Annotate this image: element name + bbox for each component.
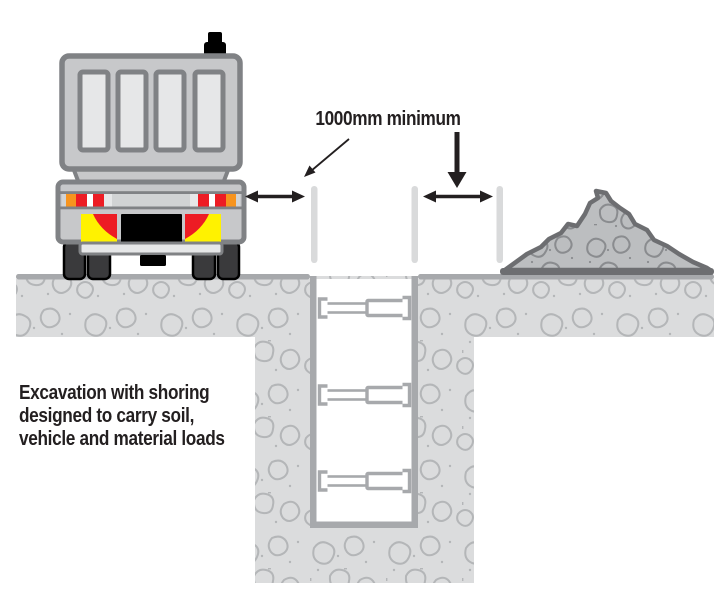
- ground-line-left: [16, 274, 310, 280]
- label-arrow-down: [447, 132, 467, 188]
- clearance-arrow-left: [245, 190, 305, 203]
- shoring-base: [310, 521, 418, 528]
- caption-line: designed to carry soil,: [19, 404, 195, 427]
- trench-struts: [317, 295, 412, 494]
- clearance-arrows: [245, 132, 493, 203]
- strut: [317, 295, 412, 321]
- marker-board-left-chevron: [93, 214, 117, 239]
- spoil-pile-mound: [502, 188, 713, 273]
- strut: [317, 382, 412, 408]
- caption-line: Excavation with shoring: [19, 381, 210, 404]
- spoil-pile-base: [500, 268, 714, 275]
- spoil-pile: [500, 188, 714, 275]
- strut: [317, 468, 412, 494]
- shoring-post: [496, 186, 503, 263]
- trench-shoring: [310, 276, 418, 528]
- shoring-post: [411, 186, 418, 263]
- under-run-bar: [78, 241, 224, 256]
- truck-rear-view: [55, 32, 247, 281]
- caption-line: vehicle and material loads: [19, 427, 225, 450]
- license-plate: [121, 214, 182, 243]
- tipper-panel: [153, 69, 187, 153]
- clearance-label: 1000mm minimum: [315, 108, 461, 130]
- tipper-panel: [115, 69, 149, 153]
- clearance-arrow-right: [423, 190, 493, 203]
- soil-mass: [16, 276, 714, 583]
- shoring-post: [311, 186, 318, 263]
- tipper-panels: [77, 69, 226, 153]
- marker-board-right-chevron: [185, 214, 209, 239]
- tipper-panel: [192, 69, 226, 153]
- reflective-strip: [60, 191, 242, 210]
- tow-hitch: [140, 255, 166, 266]
- label-arrow-diagonal: [304, 138, 350, 177]
- rear-marker-boards: [81, 214, 221, 245]
- ground-line-right: [418, 274, 714, 280]
- shoring-wall-right: [411, 276, 418, 528]
- shoring-wall-left: [310, 276, 317, 528]
- caption: Excavation with shoring designed to carr…: [19, 381, 237, 450]
- shoring-posts: [311, 186, 503, 263]
- tipper-panel: [77, 69, 111, 153]
